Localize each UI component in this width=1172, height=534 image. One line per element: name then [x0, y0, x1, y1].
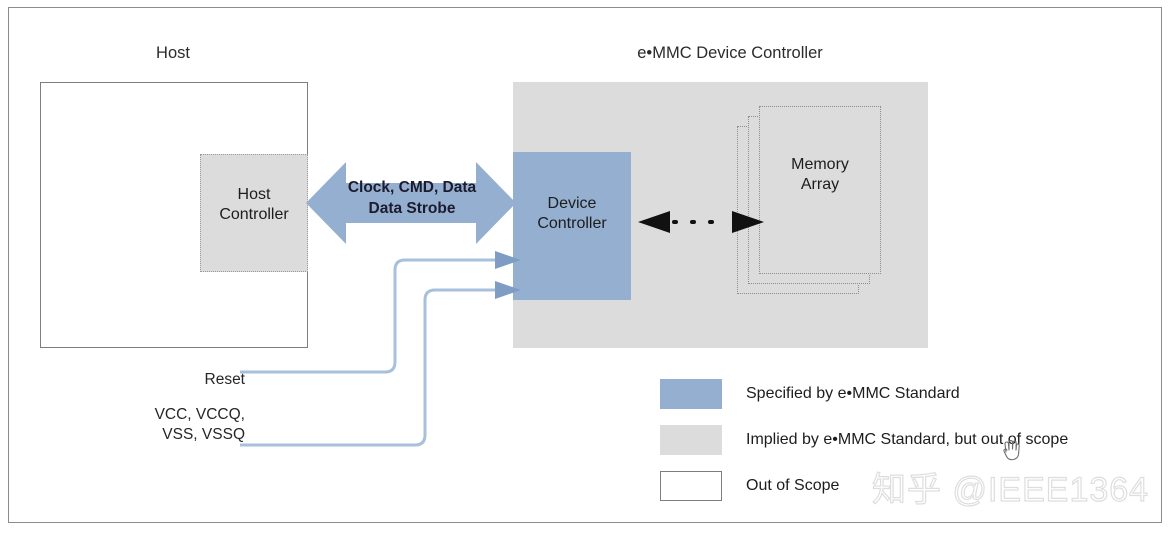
host-controller-label-line1: Host [237, 186, 271, 203]
hand-cursor-icon [1003, 440, 1020, 461]
bus-signal-label-line1: Clock, CMD, Data [347, 179, 477, 196]
legend-item-implied: Implied by e•MMC Standard, but out of sc… [660, 422, 1160, 458]
bus-double-arrow-icon [306, 162, 516, 244]
device-controller-label: Device Controller [513, 194, 631, 235]
memory-array-label-line2: Array [800, 176, 840, 194]
bus-signal-label-line2: Data Strobe [368, 200, 456, 218]
legend-label-out-of-scope: Out of Scope [746, 477, 840, 494]
power-signal-label-line1: VCC, VCCQ, [154, 406, 245, 423]
watermark-text: 知乎 @IEEE1364 [871, 470, 1150, 509]
legend-swatch-implied [660, 425, 722, 455]
legend-label-specified: Specified by e•MMC Standard [746, 385, 960, 402]
reset-signal-label: Reset [204, 371, 246, 388]
host-title: Host [156, 44, 190, 62]
legend-swatch-specified [660, 379, 722, 409]
host-controller-label: Host Controller [201, 185, 307, 226]
legend-item-specified: Specified by e•MMC Standard [660, 376, 1160, 412]
device-controller-label-line2: Controller [537, 215, 607, 233]
legend-label-implied: Implied by e•MMC Standard, but out of sc… [746, 431, 1069, 448]
legend: Specified by e•MMC Standard Implied by e… [660, 376, 1160, 514]
memory-array-label: Memory Array [760, 155, 880, 196]
legend-swatch-out-of-scope [660, 471, 722, 501]
power-signal-label-line2: VSS, VSSQ [162, 426, 245, 444]
device-controller-block: Device Controller [513, 152, 631, 300]
memory-array-block-front: Memory Array [759, 106, 881, 274]
memory-array-label-line1: Memory [791, 156, 849, 173]
legend-item-out-of-scope: Out of Scope [660, 468, 1160, 504]
host-controller-label-line2: Controller [219, 206, 289, 224]
host-controller-block: Host Controller [200, 154, 308, 272]
power-signal-label: VCC, VCCQ, VSS, VSSQ [20, 405, 245, 445]
reset-connector-arrow [240, 251, 521, 374]
bus-signal-label: Clock, CMD, Data Data Strobe [322, 177, 502, 220]
device-controller-title: e•MMC Device Controller [637, 44, 823, 62]
device-controller-label-line1: Device [547, 195, 597, 212]
memory-link-dotted-arrow-icon [638, 211, 764, 233]
power-connector-arrow [240, 281, 521, 447]
